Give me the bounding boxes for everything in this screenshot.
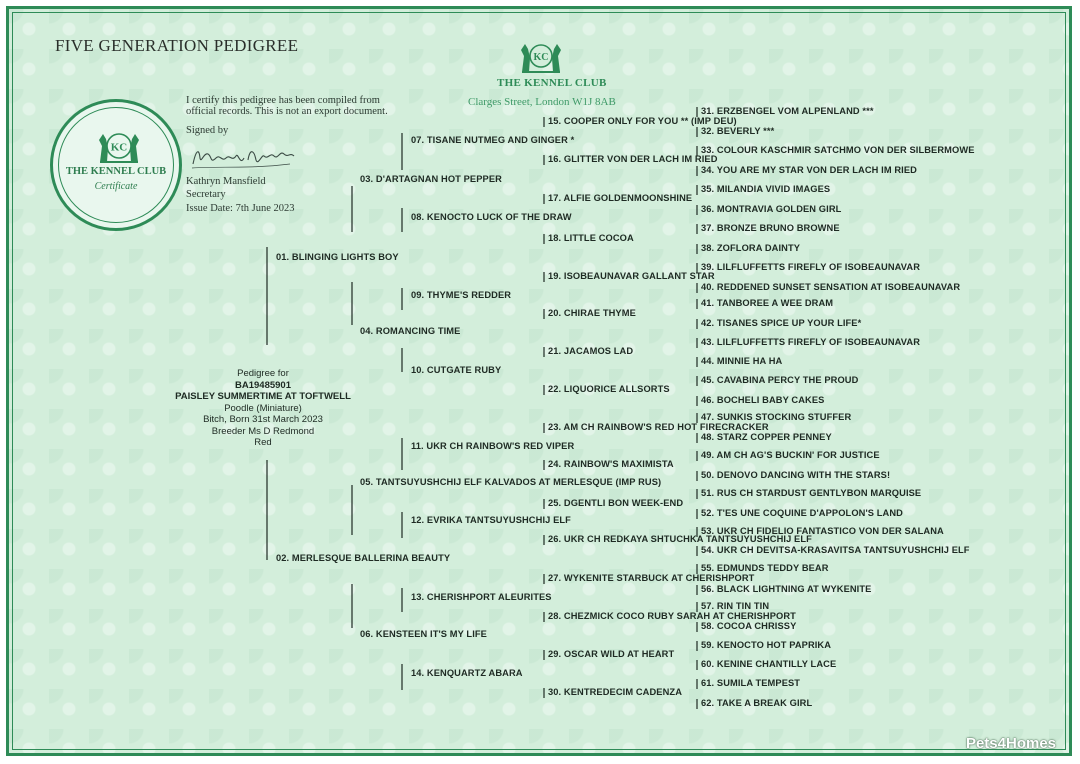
ancestor-10: 10. CUTGATE RUBY [411,365,502,375]
handwritten-signature [191,151,295,169]
seal-name: THE KENNEL CLUB [65,166,167,177]
ancestor-59: 59. KENOCTO HOT PAPRIKA [701,640,832,650]
certification-line-2: official records. This is not an export … [186,106,388,117]
ancestor-04: 04. ROMANCING TIME [360,326,461,336]
dog-breed: Poodle (Miniature) [224,402,302,414]
ancestor-53: 53. UKR CH FIDELIO FANTASTICO VON DER SA… [701,526,944,536]
ancestor-37: 37. BRONZE BRUNO BROWNE [701,223,840,233]
ancestor-09: 09. THYME'S REDDER [411,290,512,300]
issue-date: Issue Date: 7th June 2023 [186,203,295,214]
ancestor-29: 29. OSCAR WILD AT HEART [548,649,675,659]
ancestor-19: 19. ISOBEAUNAVAR GALLANT STAR [548,271,715,281]
dog-registration-number: BA19485901 [235,379,291,391]
ancestor-03: 03. D'ARTAGNAN HOT PEPPER [360,174,502,184]
ancestor-17: 17. ALFIE GOLDENMOONSHINE [548,193,693,203]
ancestor-39: 39. LILFLUFFETTS FIREFLY OF ISOBEAUNAVAR [701,262,921,272]
pets4homes-watermark: Pets4Homes [965,735,1056,752]
kennel-club-seal: KC THE KENNEL CLUB Certificate [50,99,182,231]
certification-line-1: I certify this pedigree has been compile… [186,95,380,106]
ancestor-55: 55. EDMUNDS TEDDY BEAR [701,563,829,573]
ancestor-06: 06. KENSTEEN IT'S MY LIFE [360,629,487,639]
signatory-name: Kathryn Mansfield [186,176,266,187]
ancestor-42: 42. TISANES SPICE UP YOUR LIFE* [701,318,862,328]
ancestor-32: 32. BEVERLY *** [701,126,775,136]
ancestor-23: 23. AM CH RAINBOW'S RED HOT FIRECRACKER [548,422,769,432]
kennel-club-logo-icon: KC [521,44,561,73]
ancestor-31: 31. ERZBENGEL VOM ALPENLAND *** [701,106,874,116]
ancestor-13: 13. CHERISHPORT ALEURITES [411,592,552,602]
ancestor-08: 08. KENOCTO LUCK OF THE DRAW [411,212,572,222]
ancestor-57: 57. RIN TIN TIN [701,601,770,611]
ancestor-35: 35. MILANDIA VIVID IMAGES [701,184,831,194]
dog-colour: Red [254,437,272,448]
dog-name: PAISLEY SUMMERTIME AT TOFTWELL [175,391,351,402]
pedigree-for-label: Pedigree for [237,368,289,379]
ancestor-25: 25. DGENTLI BON WEEK-END [548,498,684,508]
ancestor-61: 61. SUMILA TEMPEST [701,678,801,688]
ancestor-15: 15. COOPER ONLY FOR YOU ** (IMP DEU) [548,116,737,126]
ancestor-24: 24. RAINBOW'S MAXIMISTA [548,459,674,469]
ancestor-18: 18. LITTLE COCOA [548,233,634,243]
kennel-club-name: THE KENNEL CLUB [497,77,607,89]
ancestor-46: 46. BOCHELI BABY CAKES [701,395,825,405]
ancestor-20: 20. CHIRAE THYME [548,308,636,318]
ancestor-47: 47. SUNKIS STOCKING STUFFER [701,412,852,422]
ancestor-48: 48. STARZ COPPER PENNEY [701,432,832,442]
ancestor-52: 52. T'ES UNE COQUINE D'APPOLON'S LAND [701,508,903,518]
subject-dog-details: Pedigree for BA19485901 PAISLEY SUMMERTI… [168,368,358,449]
document-title: FIVE GENERATION PEDIGREE [55,36,299,55]
pedigree-certificate [6,6,1072,756]
dog-sex-birth: Bitch, Born 31st March 2023 [203,414,323,425]
ancestor-12: 12. EVRIKA TANTSUYUSHCHIJ ELF [411,515,571,525]
ancestor-16: 16. GLITTER VON DER LACH IM RIED [548,154,718,164]
ancestor-14: 14. KENQUARTZ ABARA [411,668,523,678]
ancestor-26: 26. UKR CH REDKAYA SHTUCHKA TANTSUYUSHCH… [548,534,812,544]
ancestor-05: 05. TANTSUYUSHCHIJ ELF KALVADOS AT MERLE… [360,477,662,487]
ancestor-30: 30. KENTREDECIM CADENZA [548,687,683,697]
ancestor-02: 02. MERLESQUE BALLERINA BEAUTY [276,553,451,563]
ancestor-38: 38. ZOFLORA DAINTY [701,243,801,253]
ancestor-21: 21. JACAMOS LAD [548,346,634,356]
ancestor-62: 62. TAKE A BREAK GIRL [701,698,813,708]
ancestor-27: 27. WYKENITE STARBUCK AT CHERISHPORT [548,573,755,583]
kennel-club-address: Clarges Street, London W1J 8AB [468,96,616,108]
kc-initials: KC [534,52,549,63]
ancestor-22: 22. LIQUORICE ALLSORTS [548,384,670,394]
seal-subtitle: Certificate [94,181,138,192]
ancestor-43: 43. LILFLUFFETTS FIREFLY OF ISOBEAUNAVAR [701,337,921,347]
ancestor-56: 56. BLACK LIGHTNING AT WYKENITE [701,584,872,594]
ancestor-34: 34. YOU ARE MY STAR VON DER LACH IM RIED [701,165,917,175]
signatory-role: Secretary [186,189,226,200]
ancestor-60: 60. KENINE CHANTILLY LACE [701,659,837,669]
ancestor-33: 33. COLOUR KASCHMIR SATCHMO VON DER SILB… [701,145,975,155]
ancestor-36: 36. MONTRAVIA GOLDEN GIRL [701,204,842,214]
kennel-club-emblem-icon: KC [99,133,139,163]
ancestor-49: 49. AM CH AG'S BUCKIN' FOR JUSTICE [701,450,880,460]
ancestor-07: 07. TISANE NUTMEG AND GINGER * [411,135,575,145]
signed-by-label: Signed by [186,125,229,136]
ancestor-50: 50. DENOVO DANCING WITH THE STARS! [701,470,891,480]
ancestor-01: 01. BLINGING LIGHTS BOY [276,252,399,262]
ancestor-45: 45. CAVABINA PERCY THE PROUD [701,375,859,385]
ancestor-28: 28. CHEZMICK COCO RUBY SARAH AT CHERISHP… [548,611,796,621]
ancestor-44: 44. MINNIE HA HA [701,356,783,366]
ancestor-41: 41. TANBOREE A WEE DRAM [701,298,834,308]
dog-breeder: Breeder Ms D Redmond [211,425,315,437]
ancestor-40: 40. REDDENED SUNSET SENSATION AT ISOBEAU… [701,282,961,292]
seal-initials: KC [111,142,128,154]
ancestor-54: 54. UKR CH DEVITSA-KRASAVITSA TANTSUYUSH… [701,545,970,555]
ancestor-58: 58. COCOA CHRISSY [701,621,797,631]
ancestor-51: 51. RUS CH STARDUST GENTLYBON MARQUISE [701,488,922,498]
ancestor-11: 11. UKR CH RAINBOW'S RED VIPER [411,441,575,451]
